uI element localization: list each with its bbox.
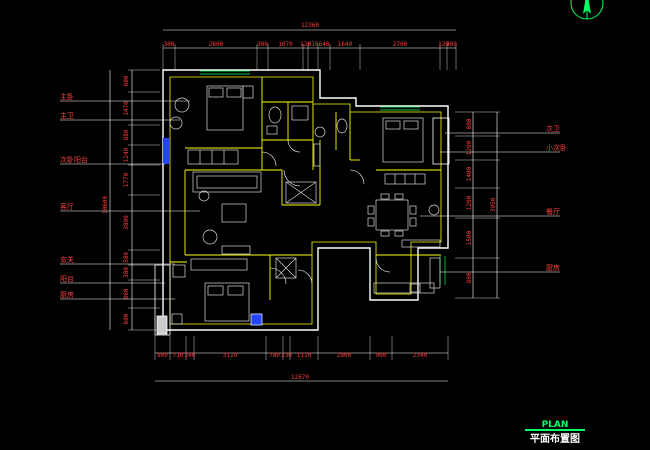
right-dimension-line: 800 1200 1400 1200 1500 800 3950 (455, 111, 500, 299)
top-segment-dim: 300 (446, 41, 457, 48)
title-cn: 平面布置图 (530, 432, 580, 445)
left-segment-dim: 3800 (123, 215, 130, 230)
title-en: PLAN (542, 420, 569, 430)
right-room-label: 次卫 (546, 124, 560, 133)
top-segment-dim: 2800 (209, 41, 224, 48)
north-arrow-icon (570, 0, 604, 20)
left-room-label: 厨房 (60, 290, 74, 299)
top-segment-dim: 300 (257, 41, 268, 48)
top-segment-dim: 610 (308, 41, 319, 48)
bottom-segment-dim: 780 (269, 352, 280, 359)
right-segment-dim: 800 (466, 272, 473, 283)
left-room-label: 玄关 (60, 255, 74, 264)
bottom-segment-dim: 2340 (413, 352, 428, 359)
bottom-overall-dim: 12670 (291, 374, 309, 381)
right-segment-dim: 1500 (466, 230, 473, 245)
top-segment-dim: 300 (164, 41, 175, 48)
right-room-label: 小次卧 (546, 143, 567, 152)
drawing-title: PLAN 平面布置图 (525, 420, 585, 445)
bottom-segment-dim: 800 (157, 352, 168, 359)
left-segment-dim: 880 (123, 129, 130, 140)
top-segment-dim: 120 (300, 41, 311, 48)
left-segment-dim: 380 (123, 267, 130, 278)
top-segment-dim: 120 (438, 41, 449, 48)
right-segment-dim: 800 (466, 118, 473, 129)
right-segment-dim: 1200 (466, 140, 473, 155)
furniture (169, 85, 441, 326)
bottom-segment-dim: 3110 (223, 352, 238, 359)
left-segment-dim: 600 (123, 75, 130, 86)
left-segment-dim: 1240 (123, 147, 130, 162)
left-room-label: 主卧 (60, 92, 74, 101)
left-segment-dim: 1470 (123, 101, 130, 116)
left-room-label: 次卧阳台 (60, 155, 88, 164)
windows (200, 70, 446, 285)
left-overall-dim: 10600 (102, 196, 109, 214)
left-room-label: 主卫 (60, 111, 74, 120)
top-segment-dim: 640 (319, 41, 330, 48)
left-dimension-line: 600 1470 880 1240 1770 3800 580 380 860 600 10600 (102, 69, 160, 331)
door-swings (261, 139, 391, 285)
right-segment-dim: 1200 (466, 195, 473, 210)
left-segment-dim: 600 (123, 313, 130, 324)
bottom-segment-dim: 240 (185, 352, 196, 359)
top-segment-dim: 1640 (338, 41, 353, 48)
balcony-outline (154, 117, 450, 336)
left-segment-dim: 580 (123, 252, 130, 263)
right-overall-dim: 3950 (490, 197, 497, 212)
right-segment-dim: 1400 (466, 166, 473, 181)
right-room-label: 餐厅 (546, 207, 560, 216)
top-segment-dim: 1070 (278, 41, 293, 48)
bottom-segment-dim: 230 (281, 352, 292, 359)
top-segment-dim: 2700 (393, 41, 408, 48)
left-room-label: 客厅 (60, 202, 74, 211)
bottom-segment-dim: 2800 (337, 352, 352, 359)
bottom-segment-dim: 1110 (297, 352, 312, 359)
exterior-walls (162, 69, 449, 331)
left-segment-dim: 860 (123, 288, 130, 299)
top-overall-dim: 12360 (301, 22, 319, 29)
left-room-label: 阳台 (60, 274, 74, 283)
interior-walls (170, 77, 441, 300)
right-room-label: 厨房 (546, 263, 560, 272)
bottom-segment-dim: 710 (173, 352, 184, 359)
bottom-segment-dim: 960 (376, 352, 387, 359)
left-segment-dim: 1770 (123, 172, 130, 187)
